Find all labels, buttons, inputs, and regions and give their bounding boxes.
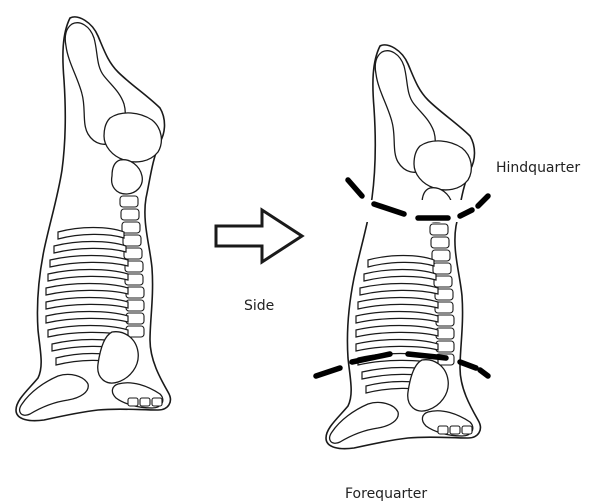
whole-side-carcass — [16, 17, 170, 421]
side-label: Side — [244, 298, 274, 314]
hindquarter-label: Hindquarter — [496, 160, 580, 176]
divided-side-carcass — [326, 45, 480, 449]
right-arrow-icon — [216, 210, 302, 262]
forequarter-label: Forequarter — [345, 486, 427, 502]
